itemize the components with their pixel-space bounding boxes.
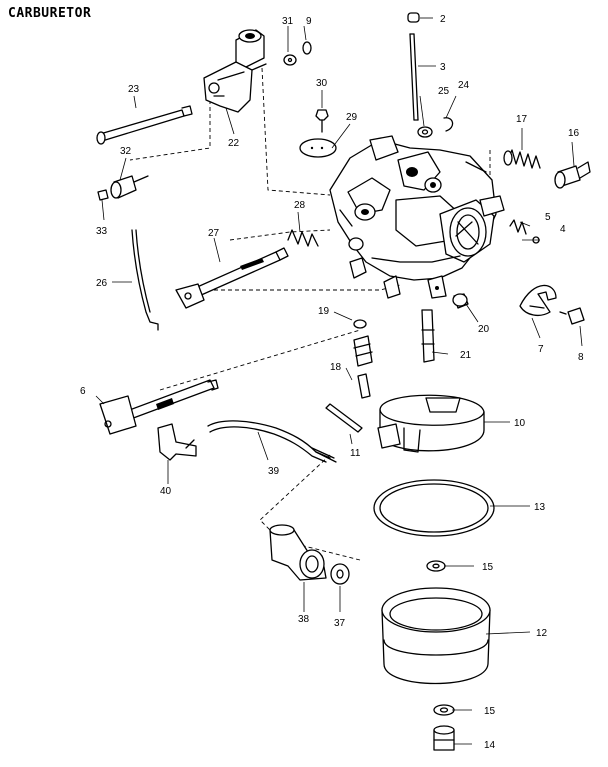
leader-lines	[95, 17, 583, 745]
part-37-washer	[330, 563, 350, 585]
part-7-choke-lever	[519, 284, 557, 317]
part-11-float-pin	[325, 403, 363, 433]
callout-15a: 15	[482, 562, 494, 573]
part-16-needle-screw	[554, 161, 591, 189]
carburetor-body	[329, 135, 505, 299]
callout-15b: 15	[484, 706, 496, 717]
callout-7: 7	[538, 344, 544, 355]
callout-40: 40	[160, 486, 172, 497]
part-15-washer-upper	[426, 560, 446, 572]
part-10-float	[377, 394, 485, 453]
callout-33: 33	[96, 226, 108, 237]
part-8-screw	[559, 307, 585, 325]
part-2-cap	[407, 12, 420, 23]
callout-25: 25	[438, 86, 450, 97]
part-31-washer	[283, 54, 297, 66]
callout-10: 10	[514, 418, 526, 429]
part-18-seat	[353, 335, 373, 399]
callout-2: 2	[440, 14, 446, 25]
part-9-ring	[302, 41, 312, 55]
part-40-bracket	[157, 423, 197, 461]
callout-32: 32	[120, 146, 132, 157]
callout-13: 13	[534, 502, 546, 513]
callout-24: 24	[458, 80, 470, 91]
callout-22: 22	[228, 138, 240, 149]
callout-9: 9	[306, 16, 312, 27]
part-20-screw	[452, 293, 469, 309]
part-14-drain-screw	[433, 725, 455, 751]
part-28-spring	[287, 229, 319, 247]
part-39-fuel-line	[207, 420, 337, 463]
callout-30: 30	[316, 78, 328, 89]
part-30-screw	[315, 109, 329, 133]
callout-38: 38	[298, 614, 310, 625]
callout-39: 39	[268, 466, 280, 477]
callout-14: 14	[484, 740, 496, 751]
callout-4: 4	[560, 224, 566, 235]
part-13-gasket	[373, 479, 495, 537]
part-12-float-bowl	[381, 587, 491, 685]
part-15-washer-lower	[433, 704, 455, 716]
callout-28: 28	[294, 200, 306, 211]
part-6-choke-shaft	[99, 379, 219, 435]
callout-11: 11	[350, 448, 361, 459]
part-21-main-jet	[421, 309, 435, 363]
callout-19: 19	[318, 306, 330, 317]
part-26-link-rod	[131, 229, 159, 331]
callout-21: 21	[460, 350, 472, 361]
part-32-swivel	[110, 175, 149, 199]
part-29-throttle-plate	[299, 138, 337, 158]
callout-12: 12	[536, 628, 548, 639]
callout-23: 23	[128, 84, 140, 95]
callout-5: 5	[545, 212, 551, 223]
callout-37: 37	[334, 618, 346, 629]
part-25-washer	[417, 126, 433, 138]
callout-31: 31	[282, 16, 294, 27]
part-22-lever-bracket	[203, 29, 267, 113]
callout-27: 27	[208, 228, 220, 239]
callout-3: 3	[440, 62, 446, 73]
callout-6: 6	[80, 386, 86, 397]
callout-29: 29	[346, 112, 358, 123]
part-23-pin	[96, 105, 193, 145]
part-33-screw	[97, 189, 109, 201]
callout-18: 18	[330, 362, 342, 373]
callout-labels: 2 3 4 5 6 7 8 9 10 11 12 13 14 15 15 16 …	[80, 14, 584, 751]
part-17-spring	[503, 149, 541, 169]
callout-26: 26	[96, 278, 108, 289]
part-3-stud	[409, 33, 419, 121]
callout-17: 17	[516, 114, 528, 125]
part-19-seal	[353, 319, 367, 329]
part-27-throttle-shaft	[175, 247, 289, 309]
callout-8: 8	[578, 352, 584, 363]
diagram-title: CARBURETOR	[8, 6, 92, 21]
part-38-fitting	[269, 524, 327, 581]
part-5-spring	[509, 219, 527, 235]
callout-16: 16	[568, 128, 580, 139]
callout-20: 20	[478, 324, 490, 335]
part-24-clip	[443, 117, 454, 132]
